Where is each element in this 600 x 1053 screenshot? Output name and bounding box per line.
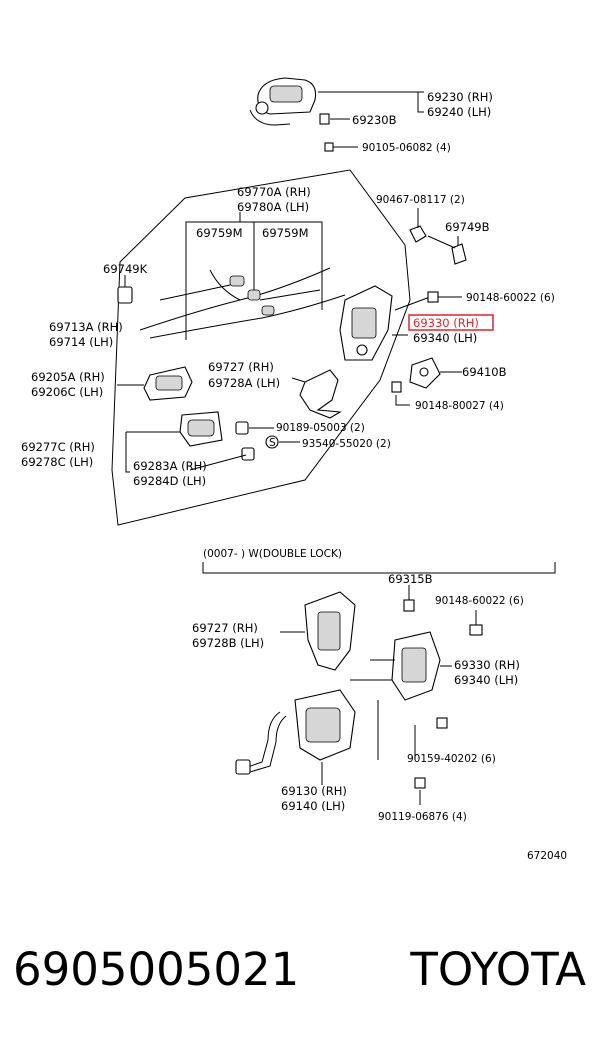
label-69330-top[interactable]: 69330 (RH) bbox=[413, 316, 479, 330]
label-69780a: 69780A (LH) bbox=[237, 200, 309, 214]
bracket-part bbox=[304, 591, 356, 671]
selected-part-highlight bbox=[408, 314, 494, 331]
label-69728b: 69728B (LH) bbox=[192, 636, 264, 650]
label-69330-bot: 69330 (RH) bbox=[454, 658, 520, 672]
bezel-part bbox=[179, 411, 223, 447]
label-69240: 69240 (LH) bbox=[427, 105, 491, 119]
label-69315b: 69315B bbox=[388, 572, 433, 586]
label-69284d: 69284D (LH) bbox=[133, 474, 206, 488]
door-outline bbox=[111, 169, 411, 526]
label-69713a: 69713A (RH) bbox=[49, 320, 123, 334]
label-90148-80027: 90148-80027 (4) bbox=[415, 400, 504, 412]
label-90105: 90105-06082 (4) bbox=[362, 142, 451, 154]
bolt-90159-part bbox=[414, 717, 448, 789]
label-69230b: 69230B bbox=[352, 113, 397, 127]
label-69759m-b: 69759M bbox=[262, 226, 309, 240]
label-69230: 69230 (RH) bbox=[427, 90, 493, 104]
label-90189: 90189-05003 (2) bbox=[276, 422, 365, 434]
label-69749k: 69749K bbox=[103, 262, 148, 276]
door-lock-part bbox=[339, 285, 393, 361]
grommet-part bbox=[409, 225, 467, 265]
label-69206c: 69206C (LH) bbox=[31, 385, 103, 399]
label-69340-top: 69340 (LH) bbox=[413, 331, 477, 345]
label-90159: 90159-40202 (6) bbox=[407, 753, 496, 765]
actuator-part bbox=[235, 689, 356, 775]
label-69749b: 69749B bbox=[445, 220, 490, 234]
outside-handle-part bbox=[249, 77, 317, 126]
bolt-bottom-part bbox=[469, 624, 483, 636]
bolt-part bbox=[427, 291, 439, 303]
label-69759m-a: 69759M bbox=[196, 226, 243, 240]
label-69410b: 69410B bbox=[462, 365, 507, 379]
label-93540: 93540-55020 (2) bbox=[302, 438, 391, 450]
lever-part bbox=[299, 369, 342, 419]
label-69130: 69130 (RH) bbox=[281, 784, 347, 798]
part-number: 6905005021 bbox=[13, 943, 300, 996]
label-90119: 90119-06876 (4) bbox=[378, 811, 467, 823]
label-69714: 69714 (LH) bbox=[49, 335, 113, 349]
label-69277c: 69277C (RH) bbox=[21, 440, 95, 454]
label-69340-bot: 69340 (LH) bbox=[454, 673, 518, 687]
brand-name: TOYOTA bbox=[410, 943, 586, 996]
footer: 6905005021 TOYOTA bbox=[0, 935, 600, 1005]
door-lock-bottom-part bbox=[350, 631, 441, 701]
striker-bolt-part bbox=[391, 381, 402, 393]
label-90467: 90467-08117 (2) bbox=[376, 194, 465, 206]
label-69728a: 69728A (LH) bbox=[208, 376, 280, 390]
label-90148-60022-top: 90148-60022 (6) bbox=[466, 292, 555, 304]
label-90148-60022-bot: 90148-60022 (6) bbox=[435, 595, 524, 607]
s-mark: S bbox=[269, 437, 276, 449]
label-variant: (0007- ) W(DOUBLE LOCK) bbox=[203, 548, 342, 560]
label-69278c: 69278C (LH) bbox=[21, 455, 93, 469]
screw-69315b-part bbox=[403, 599, 415, 612]
label-69205a: 69205A (RH) bbox=[31, 370, 105, 384]
label-69140: 69140 (LH) bbox=[281, 799, 345, 813]
screw-part bbox=[319, 113, 334, 152]
figure-number: 672040 bbox=[527, 850, 567, 862]
label-69770a: 69770A (RH) bbox=[237, 185, 311, 199]
label-69727-bot: 69727 (RH) bbox=[192, 621, 258, 635]
rod-clip-part bbox=[229, 275, 275, 316]
label-69727-top: 69727 (RH) bbox=[208, 360, 274, 374]
parts-diagram: S 69230 (RH) bbox=[21, 77, 567, 862]
small-clip-part bbox=[235, 421, 279, 461]
clip-69749k-part bbox=[117, 275, 133, 304]
label-69283a: 69283A (RH) bbox=[133, 459, 207, 473]
inside-handle-part bbox=[143, 366, 193, 401]
striker-part bbox=[409, 357, 441, 389]
